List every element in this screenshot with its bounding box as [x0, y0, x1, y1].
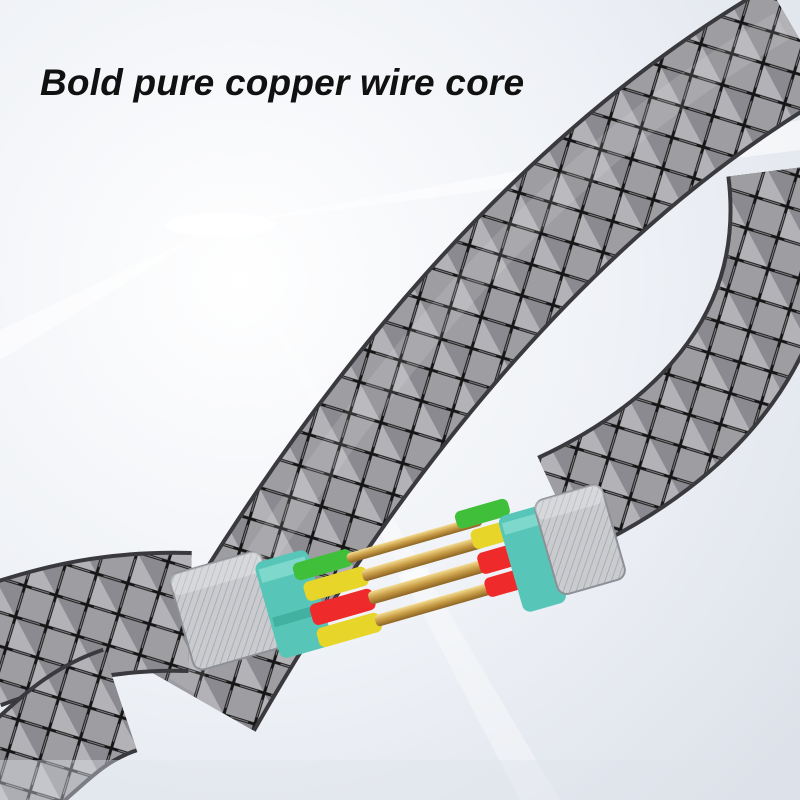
- lower-cable-braid: [0, 550, 192, 800]
- wire-green: [292, 549, 353, 581]
- headline: Bold pure copper wire core: [40, 62, 525, 103]
- insulation-left: [255, 550, 333, 658]
- copper-strand-1: [346, 516, 483, 563]
- right-cable-braid: [536, 167, 800, 554]
- wire-yellow-lower: [316, 612, 382, 648]
- wire-yellow-upper: [303, 566, 369, 601]
- copper-strand-2: [361, 536, 484, 582]
- lens-flare: [165, 213, 275, 237]
- bottom-shadow: [0, 760, 800, 800]
- right-shield: [534, 484, 626, 595]
- wire-green-right: [454, 498, 510, 529]
- wire-red: [309, 588, 376, 625]
- copper-strand-4: [374, 582, 497, 627]
- copper-strand-3: [368, 559, 490, 605]
- insulation-right: [498, 506, 566, 612]
- exposed-wires: [292, 498, 531, 648]
